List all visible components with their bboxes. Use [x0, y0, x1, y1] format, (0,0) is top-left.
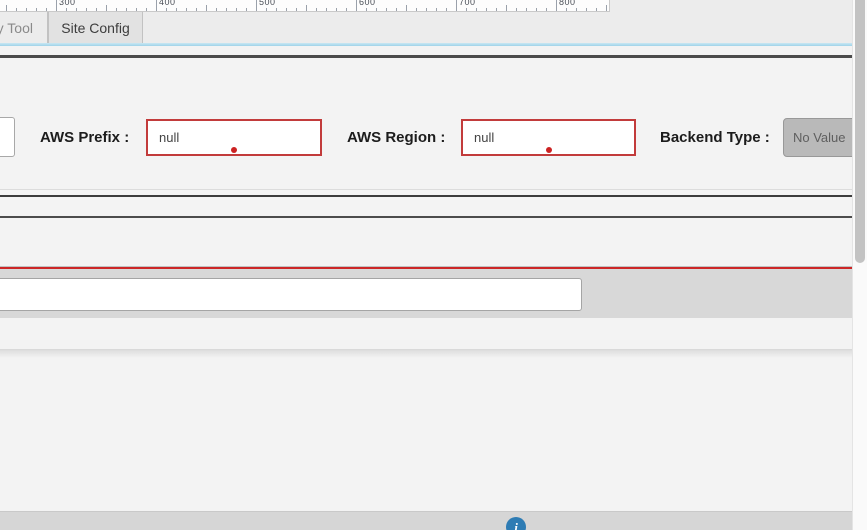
ruler-tick — [196, 8, 197, 11]
ruler-tick — [296, 8, 297, 11]
left-partial-input[interactable] — [0, 117, 15, 157]
ruler-unit-label: 300 — [59, 0, 76, 7]
ruler-tick — [366, 8, 367, 11]
ruler-tick — [536, 8, 537, 11]
aws-prefix-field-wrap — [146, 119, 322, 156]
ruler-tick — [86, 8, 87, 11]
ruler-tick — [216, 8, 217, 11]
ruler-tick — [236, 8, 237, 11]
ruler-unit-label: 500 — [259, 0, 276, 7]
aws-region-label: AWS Region : — [347, 129, 446, 146]
ruler-tick — [556, 0, 557, 11]
ruler-tick — [496, 8, 497, 11]
ruler-tick — [306, 5, 307, 11]
tab-site-config[interactable]: Site Config — [48, 12, 143, 43]
ruler-tick — [486, 8, 487, 11]
tab-site-config-label: Site Config — [61, 19, 130, 36]
ruler-tick — [406, 5, 407, 11]
validation-dot-icon — [545, 147, 552, 153]
ruler-tick — [26, 8, 27, 11]
ruler-tick — [46, 8, 47, 11]
backend-type-select[interactable]: No Value — [783, 118, 857, 157]
tab-underline — [0, 43, 852, 46]
ruler-tick — [176, 8, 177, 11]
ruler-tick — [6, 5, 7, 11]
section-hairline — [0, 189, 852, 190]
ruler-tick — [286, 8, 287, 11]
panel-text-input[interactable] — [0, 278, 582, 311]
ruler-tick — [576, 8, 577, 11]
ruler-tick — [146, 8, 147, 11]
ruler-tick — [266, 8, 267, 11]
ruler-tick — [76, 8, 77, 11]
ruler-tick — [156, 0, 157, 11]
ruler-tick — [526, 8, 527, 11]
ruler-tick — [226, 8, 227, 11]
ruler-tick — [56, 0, 57, 11]
validation-dot-icon — [231, 147, 237, 153]
ruler-tick — [36, 8, 37, 11]
input-panel — [0, 266, 852, 318]
ruler-tick — [116, 8, 117, 11]
lower-section-shadow — [0, 350, 852, 358]
ruler-tick — [416, 8, 417, 11]
ruler-tick — [426, 8, 427, 11]
ruler-unit-label: 800 — [559, 0, 576, 7]
ruler-tick — [436, 8, 437, 11]
backend-type-label: Backend Type : — [660, 129, 770, 146]
ruler-tick — [66, 8, 67, 11]
ruler-tick — [96, 8, 97, 11]
ruler-tick — [476, 8, 477, 11]
ruler-tick — [456, 0, 457, 11]
ruler-tick — [246, 8, 247, 11]
ruler-tick — [346, 8, 347, 11]
ruler-tick — [506, 5, 507, 11]
ruler-tick — [396, 8, 397, 11]
ruler-tick — [126, 8, 127, 11]
ruler-tick — [516, 8, 517, 11]
section-divider-1 — [0, 195, 852, 197]
vertical-scrollbar[interactable] — [852, 0, 867, 530]
ruler-tick — [586, 8, 587, 11]
dark-divider — [0, 55, 852, 58]
ruler-tick — [566, 8, 567, 11]
ruler-unit-label: 700 — [459, 0, 476, 7]
aws-region-field-wrap — [461, 119, 636, 156]
ruler-tick — [356, 0, 357, 11]
aws-region-input[interactable] — [461, 119, 636, 156]
ruler-unit-label: 600 — [359, 0, 376, 7]
ruler-tick — [596, 8, 597, 11]
ruler-tick — [336, 8, 337, 11]
footer-border — [0, 511, 852, 512]
ruler-tick — [446, 8, 447, 11]
backend-type-value: No Value — [793, 130, 846, 145]
ruler-tick — [466, 8, 467, 11]
ruler-tick — [546, 8, 547, 11]
ruler-tick — [206, 5, 207, 11]
ruler-tick — [326, 8, 327, 11]
info-icon: i — [514, 519, 518, 530]
tab-query-tool-label: y Tool — [0, 19, 33, 36]
ruler-unit-label: 400 — [159, 0, 176, 7]
pixel-ruler: 300 400 500 600 700 800 — [0, 0, 610, 12]
ruler-tick — [166, 8, 167, 11]
aws-prefix-label: AWS Prefix : — [40, 129, 130, 146]
ruler-tick — [606, 5, 607, 11]
ruler-tick — [316, 8, 317, 11]
footer-bar — [0, 512, 852, 530]
ruler-tick — [16, 8, 17, 11]
ruler-tick — [256, 0, 257, 11]
ruler-tick — [276, 8, 277, 11]
lower-section-border — [0, 349, 852, 350]
scrollbar-thumb[interactable] — [855, 0, 865, 263]
tab-query-tool[interactable]: y Tool — [0, 12, 48, 43]
ruler-tick — [106, 5, 107, 11]
ruler-tick — [136, 8, 137, 11]
section-divider-2 — [0, 216, 852, 218]
info-button[interactable]: i — [506, 517, 526, 530]
ruler-tick — [386, 8, 387, 11]
ruler-tick — [376, 8, 377, 11]
panel-red-border — [0, 267, 852, 269]
ruler-tick — [186, 8, 187, 11]
